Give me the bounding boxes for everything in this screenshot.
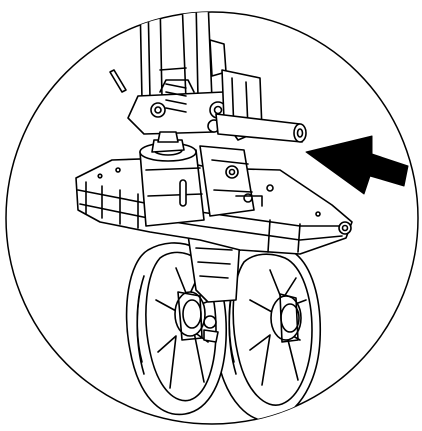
hydraulic-cylinder [139,131,263,227]
pump-assembly [109,69,307,143]
axle-housing [187,234,241,343]
direction-arrow [305,135,409,195]
rear-wheel [213,243,322,422]
